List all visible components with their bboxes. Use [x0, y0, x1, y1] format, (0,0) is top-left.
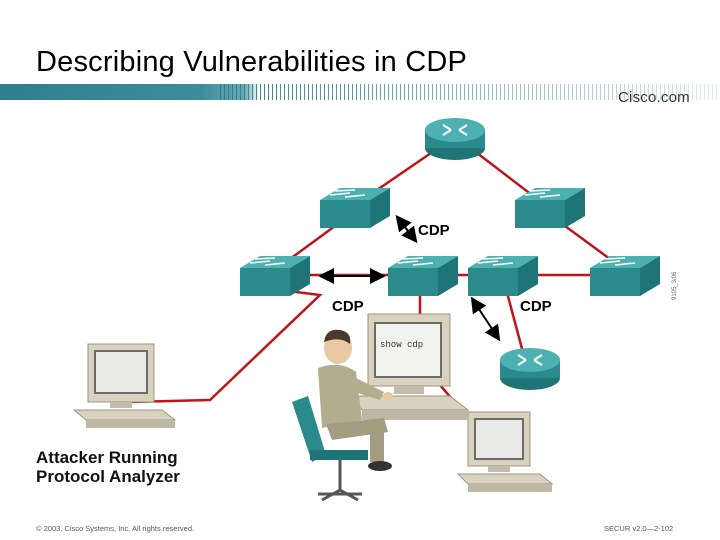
cdp-label-top: CDP — [418, 222, 450, 239]
switch-center-left — [388, 256, 458, 296]
cdp-arrow-top — [395, 214, 418, 244]
figure-id: 9105_3/06 — [672, 271, 678, 300]
switch-far-left — [240, 256, 310, 296]
switch-center-right — [468, 256, 538, 296]
brand-logo-text: Cisco.com — [618, 89, 690, 106]
pc-left — [72, 343, 177, 428]
attacker-caption-line1: Attacker Running — [36, 448, 178, 467]
pc-bottom — [456, 411, 554, 492]
switch-upper-left — [320, 188, 390, 228]
router-top — [425, 118, 485, 160]
attacker-workstation — [348, 313, 470, 420]
attacker-person — [292, 329, 393, 502]
cdp-label-right: CDP — [520, 298, 552, 315]
footer-slide-id: SECUR v2.0—2-102 — [604, 524, 674, 533]
switch-upper-right — [515, 188, 585, 228]
title-band-hatch — [220, 84, 720, 100]
cdp-arrow-right — [470, 296, 501, 342]
switch-far-right — [590, 256, 660, 296]
cdp-label-left: CDP — [332, 298, 364, 315]
slide-title: Describing Vulnerabilities in CDP — [36, 46, 468, 78]
footer-copyright: © 2003, Cisco Systems, Inc. All rights r… — [36, 524, 195, 533]
screen-command-text: show cdp — [380, 340, 423, 350]
attacker-caption-line2: Protocol Analyzer — [36, 467, 180, 486]
router-bottom — [500, 348, 560, 390]
